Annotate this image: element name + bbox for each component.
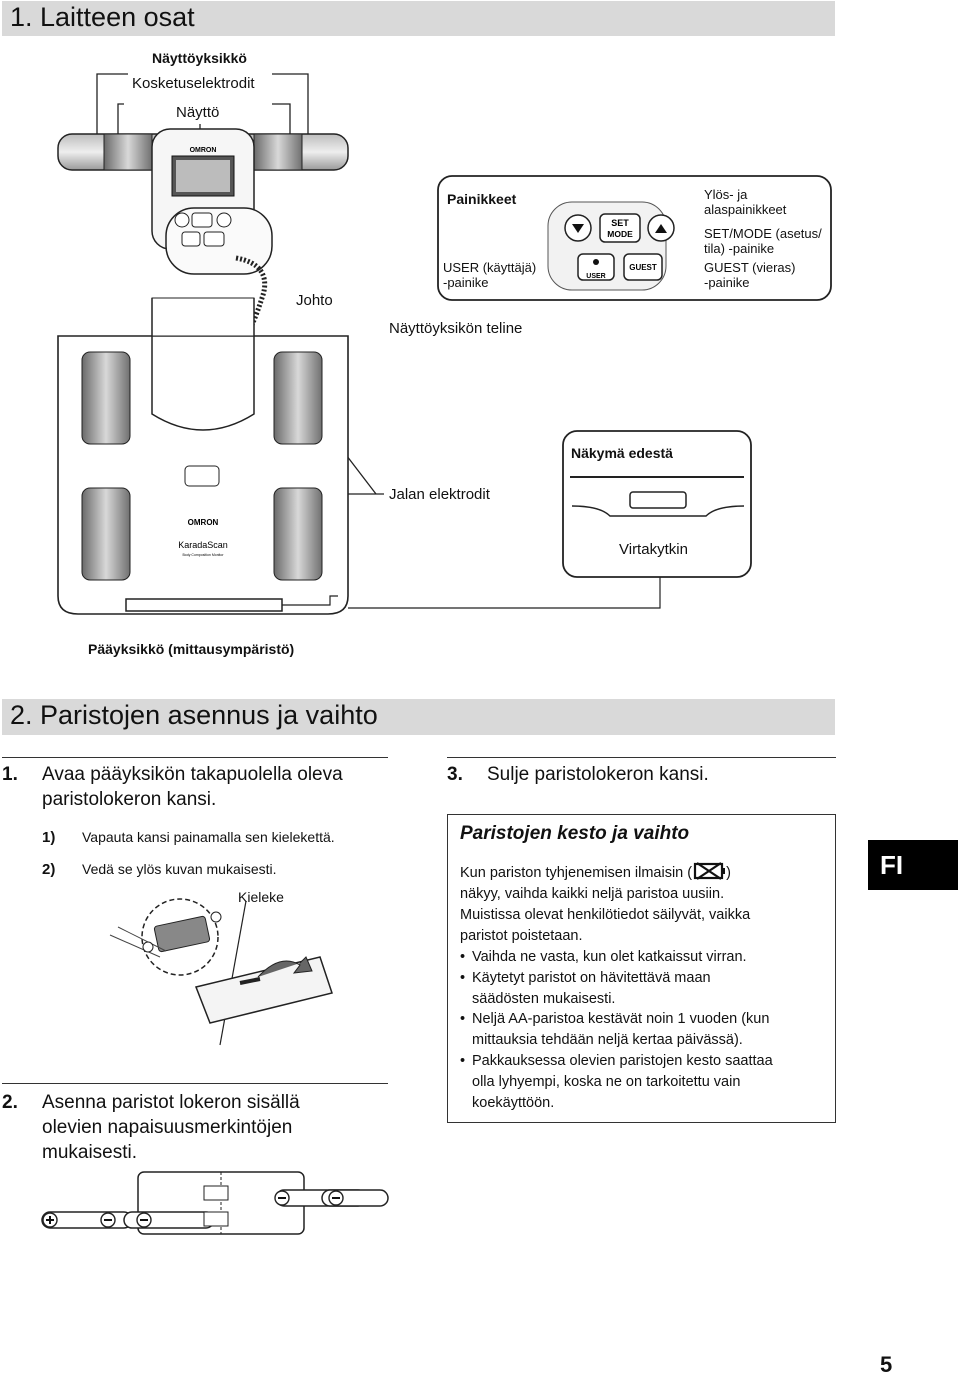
sub-step-2: 2)Vedä se ylös kuvan mukaisesti. bbox=[42, 861, 277, 878]
battery-polarity-mark bbox=[203, 1185, 229, 1201]
label-set-mode-button: SET/MODE (asetus/ tila) -painike bbox=[704, 226, 822, 256]
page-number: 5 bbox=[880, 1352, 893, 1377]
foot-electrode-top-right bbox=[273, 351, 323, 445]
battery-info-box: Paristojen kesto ja vaihto Kun pariston … bbox=[447, 814, 836, 1123]
sub-step-1: 1)Vapauta kansi painamalla sen kielekett… bbox=[42, 829, 335, 846]
svg-text:USER: USER bbox=[586, 273, 605, 280]
label-display-unit: Näyttöyksikkö bbox=[152, 50, 247, 66]
device-model-label: KaradaScan bbox=[178, 540, 228, 550]
language-tab: FI bbox=[868, 840, 958, 890]
label-front-view: Näkymä edestä bbox=[571, 445, 673, 461]
down-arrow-icon bbox=[572, 224, 584, 233]
step-3: 3. Sulje paristolokeron kansi. bbox=[447, 762, 836, 788]
step-1-number: 1. bbox=[2, 764, 18, 785]
set-mode-button bbox=[599, 213, 641, 243]
low-battery-icon bbox=[694, 862, 726, 880]
lift-arrow-icon bbox=[257, 956, 313, 978]
power-switch bbox=[629, 491, 687, 509]
section-2-title: 2. Paristojen asennus ja vaihto bbox=[10, 700, 378, 730]
label-buttons-title: Painikkeet bbox=[447, 191, 517, 207]
display-brand: OMRON bbox=[190, 147, 217, 154]
label-display-holder: Näyttöyksikön teline bbox=[389, 320, 523, 337]
svg-text:SET: SET bbox=[611, 218, 629, 228]
device-subtitle-label: Body Composition Monitor bbox=[182, 553, 224, 557]
step-2-text: Asenna paristot lokeron sisällä olevien … bbox=[42, 1092, 300, 1163]
hand-electrode-right bbox=[253, 133, 303, 171]
foot-electrode-bottom-left bbox=[81, 487, 131, 581]
label-power-switch: Virtakytkin bbox=[619, 541, 688, 558]
up-arrow-icon bbox=[655, 224, 667, 233]
step-2: 2. Asenna paristot lokeron sisällä olevi… bbox=[2, 1090, 388, 1166]
label-tab: Kieleke bbox=[238, 889, 284, 905]
step-3-number: 3. bbox=[447, 764, 463, 785]
foot-electrode-bottom-right bbox=[273, 487, 323, 581]
hand-electrode-left bbox=[103, 133, 153, 171]
display-holder bbox=[151, 298, 255, 431]
label-up-down-buttons: Ylös- ja alaspainikkeet bbox=[704, 187, 787, 217]
user-button-small bbox=[181, 231, 201, 247]
battery-compartment-illustration bbox=[41, 1171, 389, 1235]
battery-cover-tab bbox=[153, 915, 211, 953]
battery-info-para-2: Muistissa olevat henkilötiedot säilyvät,… bbox=[460, 907, 751, 944]
user-icon bbox=[593, 259, 599, 265]
down-button-small bbox=[174, 212, 190, 228]
battery-info-para-1: Kun pariston tyhjenemisen ilmaisin () nä… bbox=[460, 861, 820, 905]
section-2-header: 2. Paristojen asennus ja vaihto bbox=[2, 699, 835, 735]
guest-button-small bbox=[203, 231, 225, 247]
label-display: Näyttö bbox=[176, 104, 220, 121]
user-button bbox=[577, 253, 615, 281]
battery-info-heading: Paristojen kesto ja vaihto bbox=[460, 823, 690, 844]
step-3-text: Sulje paristolokeron kansi. bbox=[487, 764, 709, 785]
svg-text:GUEST: GUEST bbox=[629, 263, 657, 272]
battery-cover bbox=[194, 956, 333, 1024]
step-1-text: Avaa pääyksikön takapuolella oleva paris… bbox=[42, 764, 343, 810]
label-foot-electrodes: Jalan elektrodit bbox=[389, 486, 490, 503]
set-mode-button-small bbox=[191, 212, 213, 228]
up-button-small bbox=[216, 212, 232, 228]
foot-electrode-top-left bbox=[81, 351, 131, 445]
step-2-number: 2. bbox=[2, 1092, 18, 1113]
section-1-header: 1. Laitteen osat bbox=[2, 1, 835, 36]
label-main-unit: Pääyksikkö (mittausympäristö) bbox=[88, 641, 295, 657]
label-touch-electrodes: Kosketuselektrodit bbox=[132, 75, 255, 92]
step-1: 1. Avaa pääyksikön takapuolella oleva pa… bbox=[2, 762, 388, 814]
guest-button bbox=[623, 253, 663, 281]
device-parts-diagram: OMRON SET MODE USER GUEST OMRON KaradaSc… bbox=[57, 73, 832, 615]
front-button bbox=[184, 465, 220, 487]
label-guest-button: GUEST (vieras) -painike bbox=[704, 260, 796, 290]
svg-text:OMRON: OMRON bbox=[188, 518, 219, 527]
label-user-button: USER (käyttäjä) -painike bbox=[443, 260, 537, 290]
section-1-title: 1. Laitteen osat bbox=[10, 2, 195, 32]
power-switch-bar bbox=[125, 598, 283, 612]
label-cord: Johto bbox=[296, 292, 333, 309]
svg-text:MODE: MODE bbox=[607, 229, 633, 239]
battery-cover-illustration bbox=[109, 898, 333, 1046]
